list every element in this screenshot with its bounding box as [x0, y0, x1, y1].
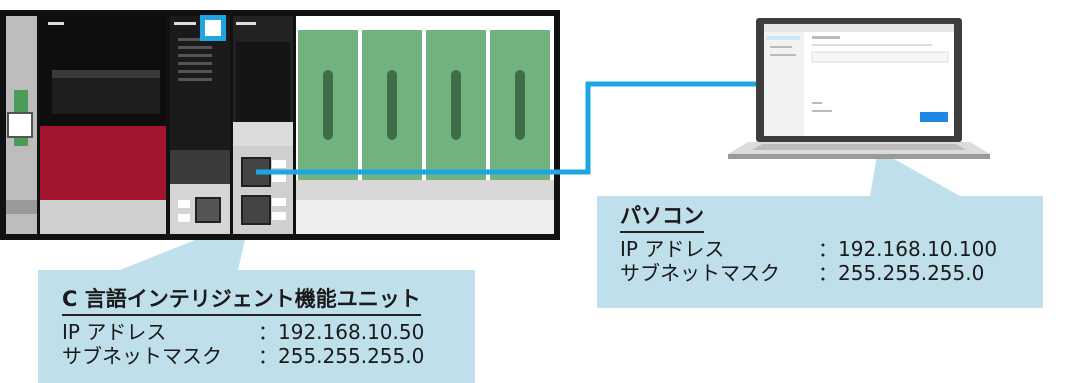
- pc-ip-value: 192.168.10.100: [838, 237, 998, 261]
- pc-ip-row: IP アドレス ：192.168.10.100: [620, 237, 997, 261]
- separator: ：: [258, 344, 278, 368]
- plc-mask-row: サブネットマスク ：255.255.255.0: [62, 344, 424, 368]
- plc-ip-row: IP アドレス ：192.168.10.50: [62, 320, 424, 344]
- ethernet-port-2: [241, 195, 271, 225]
- pc-callout: パソコン IP アドレス ：192.168.10.100 サブネットマスク ：255…: [620, 203, 997, 285]
- empty-slot: [362, 30, 422, 180]
- empty-slot: [426, 30, 486, 180]
- pc-ip-label: IP アドレス: [620, 237, 725, 261]
- separator: ：: [818, 261, 838, 285]
- plc-indicator-left: [7, 112, 33, 138]
- plc-ip-label: IP アドレス: [62, 320, 167, 344]
- separator: ：: [818, 237, 838, 261]
- separator: ：: [258, 320, 278, 344]
- pc-callout-bubble: [597, 150, 1043, 308]
- pc-mask-value: 255.255.255.0: [838, 261, 985, 285]
- laptop-pc: [728, 18, 990, 159]
- empty-slot: [298, 30, 358, 180]
- plc-unit-title: C 言語インテリジェント機能ユニット: [62, 286, 421, 316]
- pc-mask-label: サブネットマスク: [620, 261, 780, 285]
- plc-mask-value: 255.255.255.0: [278, 344, 425, 368]
- plc-unit-callout: C 言語インテリジェント機能ユニット IP アドレス ：192.168.10.50…: [62, 286, 424, 368]
- network-cable: [256, 81, 790, 175]
- plc-ip-value: 192.168.10.50: [278, 320, 425, 344]
- plc-mask-label: サブネットマスク: [62, 344, 222, 368]
- pc-title: パソコン: [620, 203, 704, 233]
- empty-slot: [490, 30, 550, 180]
- plc-rack: [0, 10, 560, 240]
- pc-mask-row: サブネットマスク ：255.255.255.0: [620, 261, 997, 285]
- plc-callout-bubble: [38, 218, 475, 383]
